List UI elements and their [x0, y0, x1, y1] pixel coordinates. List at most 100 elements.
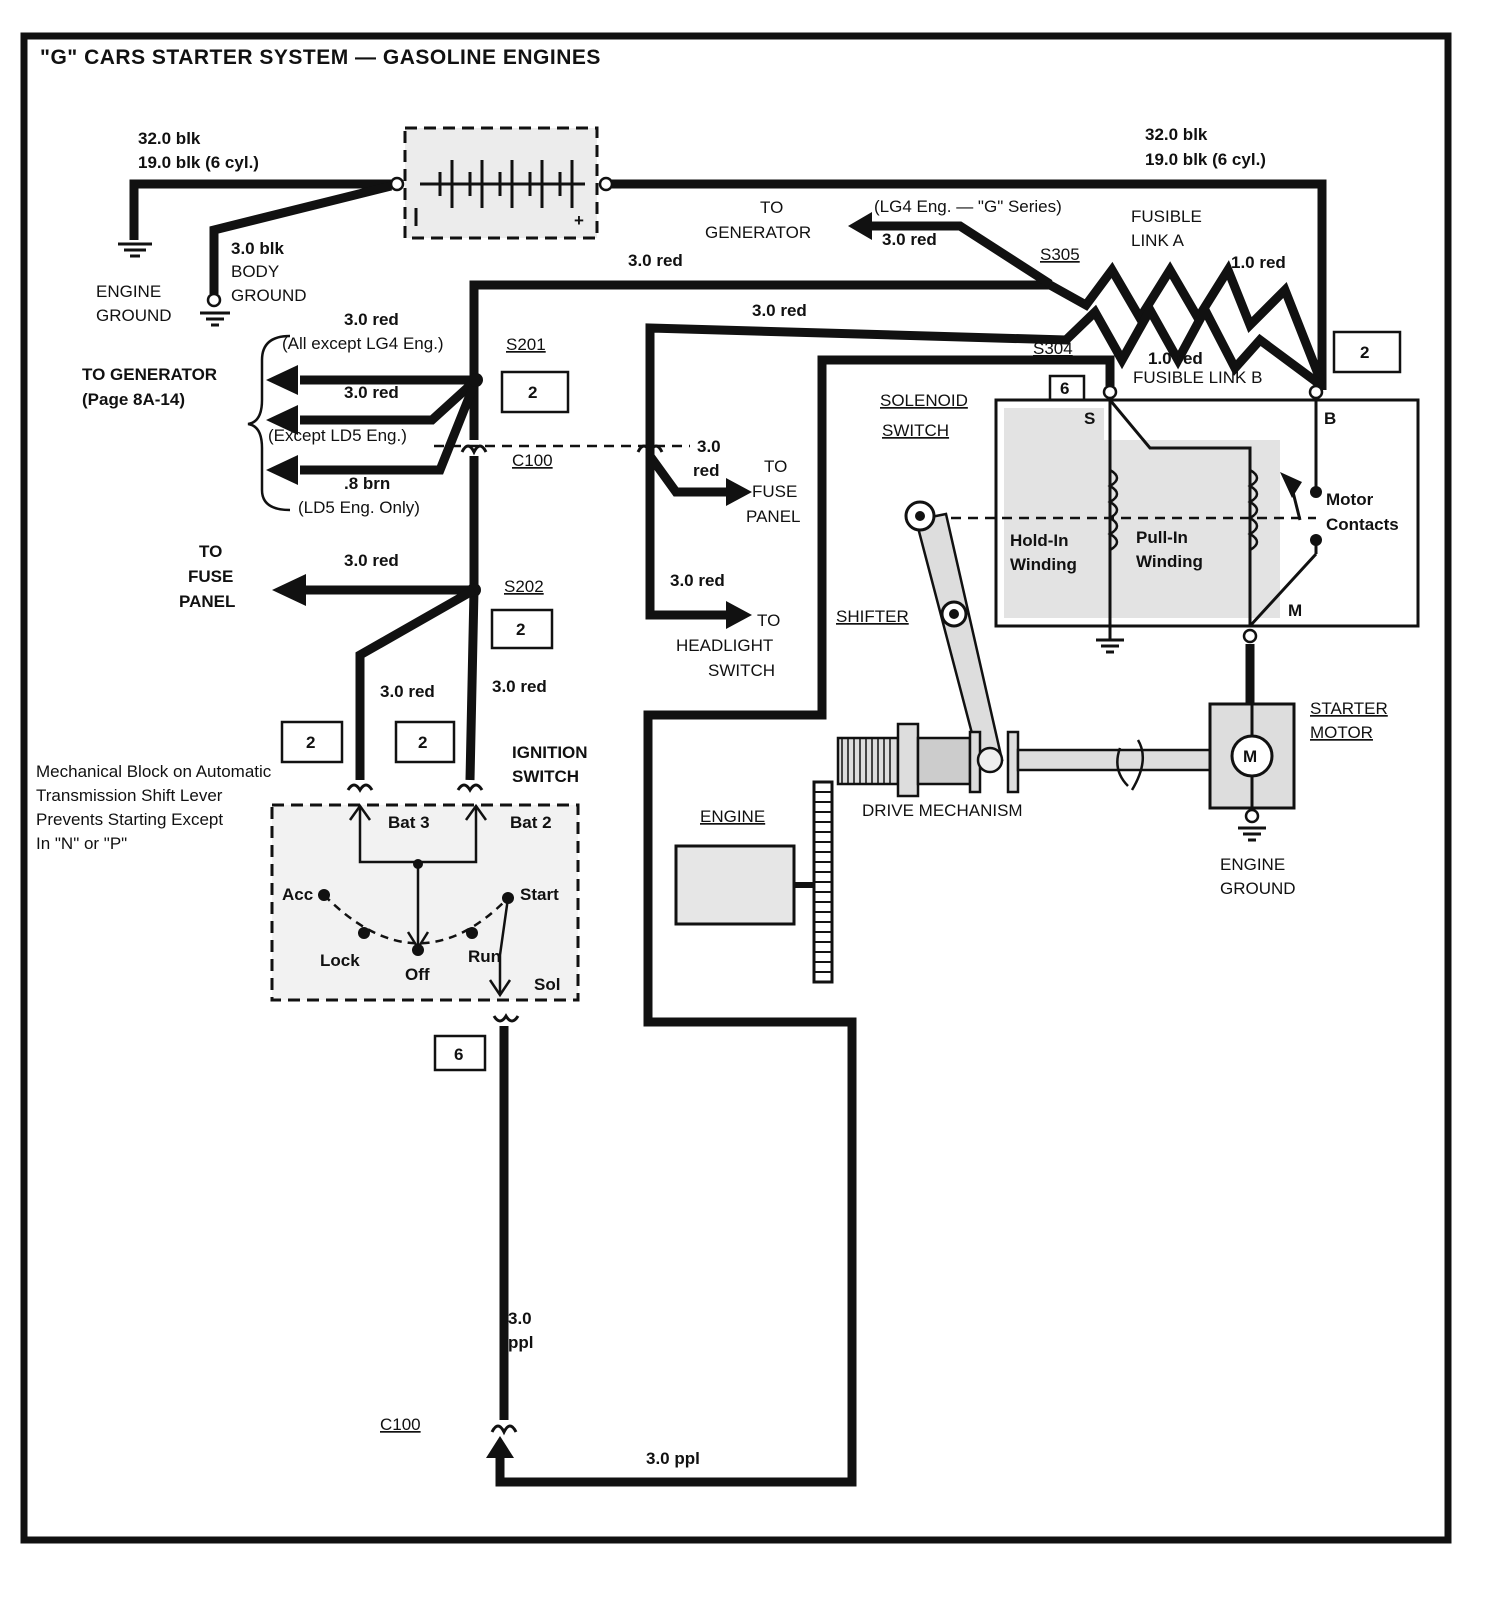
- mech-block-1: Mechanical Block on Automatic: [36, 762, 272, 781]
- body-ground-symbol: [200, 311, 230, 327]
- fuse-left-wire: 3.0 red: [344, 551, 399, 570]
- ign-start: Start: [520, 885, 559, 904]
- box-s201-num: 2: [528, 383, 537, 402]
- second-red-label: 3.0 red: [752, 301, 807, 320]
- ign-lock: Lock: [320, 951, 360, 970]
- box-s201: [500, 370, 570, 414]
- ign-bat2-wire: 3.0 red: [492, 677, 547, 696]
- battery: +: [389, 126, 614, 240]
- to-generator-top-arrow: [848, 212, 872, 240]
- mech-block-2: Transmission Shift Lever: [36, 786, 223, 805]
- engine-ground-left-symbol: [118, 242, 152, 258]
- fusible-link-b: [645, 300, 1325, 620]
- generator-brace: [247, 334, 291, 512]
- box-bat2: [394, 720, 456, 764]
- solenoid-m: M: [1288, 601, 1302, 620]
- box-bat2-num: 2: [418, 733, 427, 752]
- ppl-vert-1: 3.0: [508, 1309, 532, 1328]
- headlight-2: HEADLIGHT: [676, 636, 773, 655]
- to-generator-top-wire: [868, 221, 1053, 288]
- fuse-mid-wire-1: 3.0: [697, 437, 721, 456]
- fuse-mid-3: PANEL: [746, 507, 801, 526]
- fuse-panel-left-arrow: [272, 574, 306, 606]
- box-bat3-num: 2: [306, 733, 315, 752]
- engine-ground-right-1: ENGINE: [1220, 855, 1285, 874]
- ign-bat3-wire: 3.0 red: [380, 682, 435, 701]
- engine-ground-left-1: ENGINE: [96, 282, 161, 301]
- engine-ground-right-2: GROUND: [1220, 879, 1296, 898]
- ppl-bottom-arrow: [486, 1436, 514, 1458]
- pull-in-1: Pull-In: [1136, 528, 1188, 547]
- fusible-link-a-2: LINK A: [1131, 231, 1185, 250]
- battery-plus-label: +: [574, 211, 584, 230]
- mech-block-4: In "N" or "P": [36, 834, 127, 853]
- headlight-wire: 3.0 red: [670, 571, 725, 590]
- box-s202-num: 2: [516, 620, 525, 639]
- headlight-arrow: [726, 601, 752, 629]
- ign-sol: Sol: [534, 975, 560, 994]
- solenoid-s: S: [1084, 409, 1095, 428]
- ign-acc: Acc: [282, 885, 313, 904]
- to-generator-top-1: TO: [760, 198, 783, 217]
- to-generator-left-2: (Page 8A-14): [82, 390, 185, 409]
- fuse-left-3: PANEL: [179, 592, 235, 611]
- solenoid-b: B: [1324, 409, 1336, 428]
- fuse-mid-2: FUSE: [752, 482, 797, 501]
- solenoid-switch: [994, 384, 1420, 644]
- engine-label: ENGINE: [700, 807, 765, 826]
- ign-bat2: Bat 2: [510, 813, 552, 832]
- battery-positive-terminal: [598, 176, 614, 192]
- starter-motor-2: MOTOR: [1310, 723, 1373, 742]
- fusible-link-a-wire: 1.0 red: [1231, 253, 1286, 272]
- fuse-left-1: TO: [199, 542, 222, 561]
- fusible-link-b-wire: 1.0 red: [1148, 349, 1203, 368]
- shifter: [904, 500, 1004, 766]
- fuse-left-2: FUSE: [188, 567, 233, 586]
- splice-s305: S305: [1040, 245, 1080, 264]
- main-positive-wire: [612, 179, 1327, 390]
- connector-c100-bottom: C100: [380, 1415, 421, 1434]
- page-title: "G" CARS STARTER SYSTEM — GASOLINE ENGIN…: [40, 46, 601, 69]
- pull-in-2: Winding: [1136, 552, 1203, 571]
- gen-branch-2-note: (Except LD5 Eng.): [268, 426, 407, 445]
- gen-branch-3-wire: .8 brn: [344, 474, 390, 493]
- diagram-frame: [20, 32, 1452, 1544]
- battery-negative-terminal: [389, 176, 405, 192]
- engine-ground-left-2: GROUND: [96, 306, 172, 325]
- bat3-wire: [355, 586, 477, 780]
- body-ground-1: BODY: [231, 262, 279, 281]
- battery-wire-left-1: 32.0 blk: [138, 129, 201, 148]
- battery-wire-left-2: 19.0 blk (6 cyl.): [138, 153, 259, 172]
- splice-s201: S201: [506, 335, 546, 354]
- body-ground-wire: 3.0 blk: [231, 239, 284, 258]
- connector-c100-top: C100: [512, 451, 553, 470]
- engine: [674, 780, 834, 984]
- box-s202: [490, 608, 554, 650]
- ignition-switch: [270, 783, 580, 1002]
- fusible-link-a: [469, 260, 1327, 440]
- c100-main-connector: [460, 444, 488, 456]
- gen-branch-1-wire: 3.0 red: [344, 310, 399, 329]
- box-s-terminal-num: 6: [1060, 379, 1069, 398]
- box-b-terminal-num: 2: [1360, 343, 1369, 362]
- c100-second-connector: [636, 444, 664, 456]
- to-generator-top-2: GENERATOR: [705, 223, 811, 242]
- motor-symbol: M: [1243, 747, 1257, 766]
- gen-branch-2-wire: 3.0 red: [344, 383, 399, 402]
- fusible-link-a-1: FUSIBLE: [1131, 207, 1202, 226]
- ppl-vert-2: ppl: [508, 1333, 534, 1352]
- body-ground-terminal: [206, 292, 222, 308]
- box-b-terminal: [1332, 330, 1402, 374]
- box-s-terminal: [1048, 374, 1086, 402]
- box-sol: [433, 1034, 487, 1072]
- box-sol-num: 6: [454, 1045, 463, 1064]
- splice-s202: S202: [504, 577, 544, 596]
- splice-s304: S304: [1033, 339, 1073, 358]
- starter-motor: M: [1208, 702, 1296, 824]
- hold-in-1: Hold-In: [1010, 531, 1069, 550]
- ign-run: Run: [468, 947, 501, 966]
- motor-contacts-2: Contacts: [1326, 515, 1399, 534]
- ignition-switch-2: SWITCH: [512, 767, 579, 786]
- mech-block-3: Prevents Starting Except: [36, 810, 223, 829]
